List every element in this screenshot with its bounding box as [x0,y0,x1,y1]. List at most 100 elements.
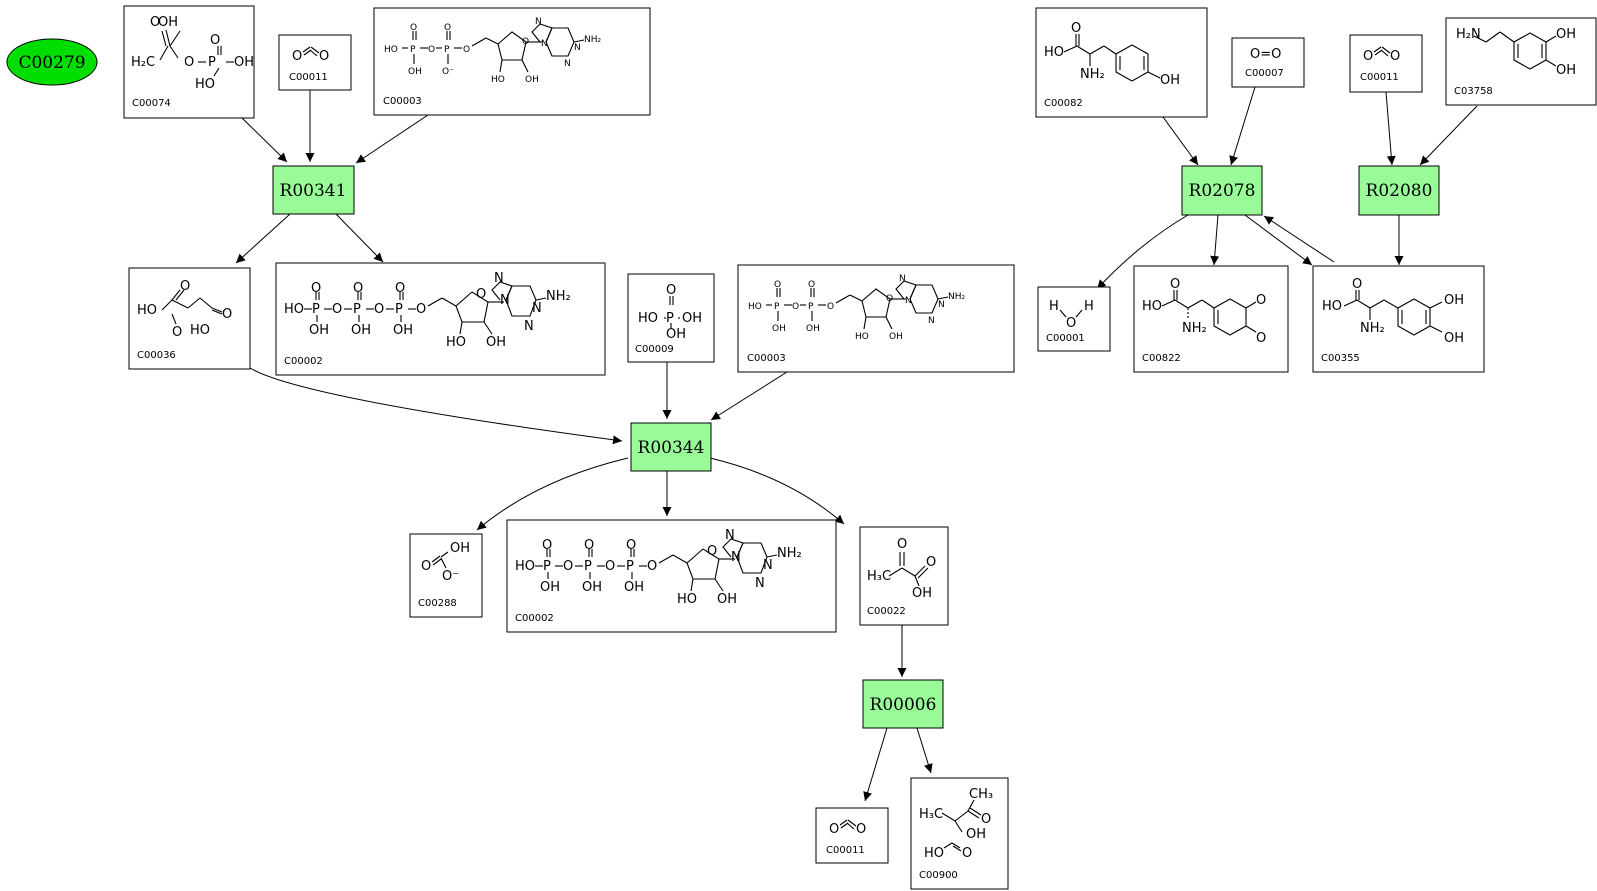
svg-text:HO: HO [446,335,466,350]
compound-label: C00074 [132,98,171,109]
compound-c00009[interactable]: O HO P OH OH C00009 [627,273,715,363]
svg-text:N: N [928,316,935,326]
compound-c00011[interactable]: O O C00011 [278,34,352,91]
reaction-r00344[interactable]: R00344 [630,422,712,472]
compound-c00036[interactable]: O HO O HO O C00036 [128,267,251,370]
reaction-r02080[interactable]: R02080 [1358,165,1440,216]
svg-text:N: N [574,43,581,53]
svg-text:O: O [1066,316,1076,331]
structure-c00009: O HO P OH OH [638,283,702,342]
compound-c00900[interactable]: CH₃ H₃C O OH HO O C00900 [910,777,1009,890]
svg-text:O: O [1352,277,1362,292]
compound-label: C00001 [1046,333,1085,344]
svg-text:HO: HO [515,559,535,574]
compound-c00022[interactable]: O H₃C O OH C00022 [859,526,949,626]
structure-c00022: O H₃C O OH [867,537,936,601]
edge-r02078-c00822 [1210,214,1220,266]
structure-c00288: OH O O⁻ [421,541,470,584]
compound-label: C00900 [919,870,958,881]
svg-text:O: O [981,812,991,827]
compound-label: C00009 [635,344,674,355]
svg-text:O: O [416,302,426,317]
svg-text:HO: HO [491,75,505,85]
compound-label: C00011 [1360,72,1399,83]
svg-text:OH: OH [450,541,470,556]
edge-c00003b-r00344 [710,371,788,421]
svg-text:O: O [421,559,431,574]
reaction-label: R02078 [1189,181,1256,201]
svg-text:O: O [353,281,363,296]
structure-c00011: O O [292,46,329,64]
compound-c00011-c[interactable]: O O C00011 [1349,34,1423,93]
svg-text:O: O [444,23,451,33]
compound-c03758[interactable]: H₂N OH OH C03758 [1445,17,1597,106]
svg-text:O: O [180,279,190,294]
compound-label: C00288 [418,598,457,609]
reaction-r02078[interactable]: R02078 [1181,165,1263,216]
structure-c00011-c: O O [1363,46,1400,64]
compound-label: C00022 [867,606,906,617]
structure-c00002: O O O HO P O P O P O OH OH OH O N N N N … [284,271,571,350]
reaction-r00341[interactable]: R00341 [272,165,355,215]
svg-text:O: O [707,544,717,559]
start-node-label: C00279 [18,53,85,73]
svg-text:N: N [524,319,534,334]
svg-text:O⁻: O⁻ [442,67,454,77]
compound-c00001[interactable]: H O H C00001 [1037,286,1111,352]
compound-c00355[interactable]: O HO NH₂ OH OH C00355 [1312,265,1485,373]
svg-text:O: O [1170,277,1180,292]
edge-c00003-r00341 [355,114,429,164]
svg-text:O: O [319,49,329,64]
svg-text:O: O [395,281,405,296]
svg-text:N: N [938,300,945,310]
svg-text:OH: OH [772,324,786,334]
compound-c00822[interactable]: O HO NH₂ O O C00822 [1133,265,1289,373]
compound-c00074[interactable]: OH O H₂C O P OH O HO C00074 [123,5,255,119]
svg-text:OH: OH [912,586,932,601]
compound-c00003-b[interactable]: O O HO P O P O OH OH O N N N N NH₂ HO OH… [737,264,1015,373]
svg-text:O: O [962,846,972,861]
svg-text:NH₂: NH₂ [546,289,571,304]
svg-text:OH: OH [486,335,506,350]
svg-text:HO: HO [1142,299,1162,314]
compound-label: C00003 [383,96,422,107]
structure-c00082: O HO NH₂ OH [1044,21,1180,88]
compound-c00082[interactable]: O HO NH₂ OH C00082 [1035,7,1208,118]
compound-c00007[interactable]: O=O C00007 [1231,37,1305,88]
svg-text:O: O [829,822,839,837]
svg-text:O: O [184,55,194,70]
svg-text:H₂C: H₂C [131,55,155,70]
svg-text:P: P [208,55,216,70]
start-node-c00279[interactable]: C00279 [6,38,98,86]
svg-text:P: P [584,559,592,574]
reaction-label: R02080 [1366,181,1433,201]
compound-c00002[interactable]: O O O HO P O P O P O OH OH OH O N N N N … [275,262,606,376]
svg-text:P: P [395,302,403,317]
svg-text:HO: HO [1322,299,1342,314]
compound-c00011-b[interactable]: O O C00011 [815,807,889,864]
svg-text:OH: OH [525,75,539,85]
svg-text:P: P [808,302,814,312]
svg-text:HO: HO [748,302,762,312]
edge-c00036-r00344 [249,367,623,445]
structure-c00002-b: O O O HO P O P O P O OH OH OH O N N N N … [515,528,802,607]
svg-text:HO: HO [677,592,697,607]
reaction-r00006[interactable]: R00006 [862,679,944,729]
edge-r00341-c00036 [235,213,291,264]
structure-c00011-b: O O [829,819,866,837]
svg-text:HO: HO [190,323,210,338]
svg-text:OH: OH [1556,27,1576,42]
svg-text:OH: OH [1556,63,1576,78]
svg-text:O: O [150,15,160,30]
svg-text:H₃C: H₃C [919,807,943,822]
compound-c00003[interactable]: O O HO P O P O OH O⁻ O N N N N NH₂ HO OH… [373,7,651,116]
svg-text:NH₂: NH₂ [948,292,966,302]
compound-c00288[interactable]: OH O O⁻ C00288 [409,533,483,618]
svg-text:OH: OH [158,15,178,30]
compound-label: C00011 [826,845,865,856]
svg-text:P: P [774,302,780,312]
svg-text:O: O [222,307,232,322]
compound-c00002-b[interactable]: O O O HO P O P O P O OH OH OH O N N N N … [506,519,837,633]
compound-label: C00002 [515,613,554,624]
